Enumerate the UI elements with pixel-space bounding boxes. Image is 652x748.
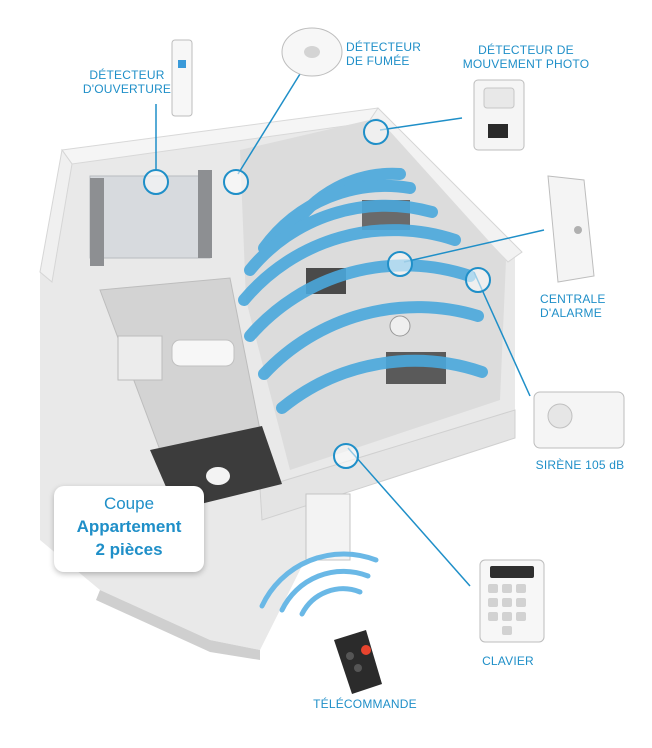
- door-sensor-icon: [171, 39, 193, 117]
- sensor-markers: [143, 119, 491, 469]
- curtain-left: [90, 178, 104, 266]
- signal-waves: [238, 167, 488, 414]
- marker-motion: [363, 119, 389, 145]
- shower-panel: [117, 335, 163, 381]
- caption-line-3: 2 pièces: [95, 540, 163, 559]
- siren-icon: [533, 391, 625, 449]
- connector-lines: [155, 73, 545, 587]
- marker-control-panel: [387, 251, 413, 277]
- label-motion-detector: DÉTECTEUR DE MOUVEMENT PHOTO: [462, 43, 590, 71]
- caption-box: Coupe Appartement 2 pièces: [54, 486, 204, 572]
- curtain-right: [198, 170, 212, 258]
- outer-wall-front: [259, 409, 516, 521]
- keypad-icon: [479, 559, 545, 643]
- outer-wall-left: [39, 148, 73, 283]
- bathtub: [171, 339, 235, 367]
- label-siren: SIRÈNE 105 dB: [535, 458, 625, 472]
- control-panel-icon: [547, 175, 595, 283]
- marker-keypad: [333, 443, 359, 469]
- smoke-detector-icon: [281, 27, 343, 77]
- caption-line-1: Coupe: [103, 494, 155, 513]
- caption-line-2: Appartement: [76, 517, 182, 536]
- toilet: [206, 467, 230, 485]
- motion-detector-icon: [473, 79, 525, 151]
- remote-waves: [259, 551, 379, 617]
- label-keypad: CLAVIER: [482, 654, 534, 668]
- remote-icon: [334, 630, 382, 694]
- label-door-sensor: DÉTECTEUR D'OUVERTURE: [82, 68, 172, 96]
- entry-door: [305, 493, 351, 561]
- marker-siren: [465, 267, 491, 293]
- label-remote: TÉLÉCOMMANDE: [313, 697, 417, 711]
- label-control-panel: CENTRALE D'ALARME: [540, 292, 606, 320]
- floor-slab-edge: [96, 590, 260, 660]
- marker-smoke: [223, 169, 249, 195]
- label-smoke-detector: DÉTECTEUR DE FUMÉE: [346, 40, 422, 68]
- outer-wall-right: [369, 107, 523, 263]
- marker-door-sensor: [143, 169, 169, 195]
- round-table: [389, 315, 411, 337]
